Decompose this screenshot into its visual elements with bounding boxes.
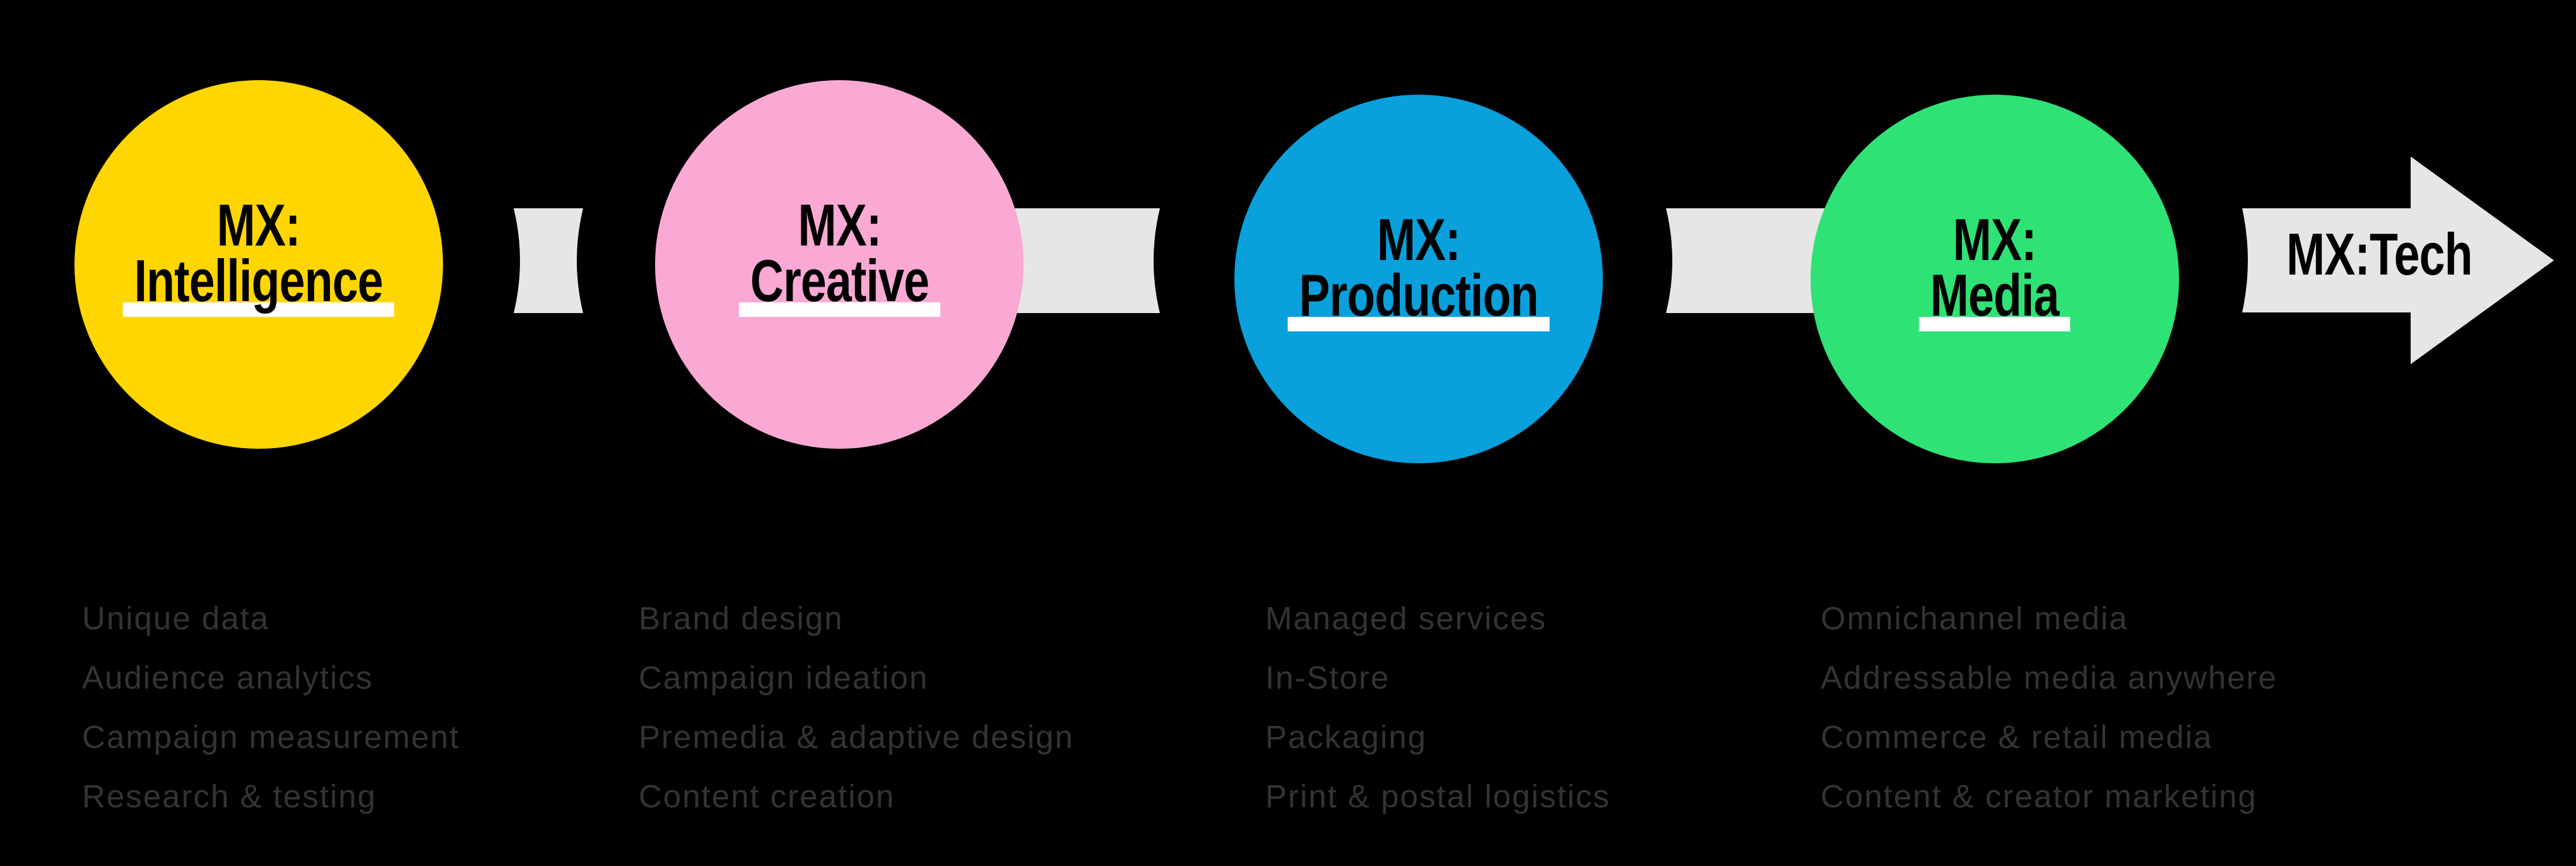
service-list-intelligence: Unique data Audience analytics Campaign … xyxy=(82,589,459,826)
stage-label-line2: Intelligence xyxy=(134,247,384,314)
stage-label-intelligence: MX: Intelligence xyxy=(74,192,443,317)
label-underline xyxy=(1919,317,2071,331)
list-item: Managed services xyxy=(1265,600,1547,636)
list-item: Commerce & retail media xyxy=(1821,719,2213,755)
label-underline xyxy=(738,302,940,317)
list-item: Premedia & adaptive design xyxy=(639,719,1074,755)
stage-label-line1: MX: xyxy=(797,192,882,258)
label-underline xyxy=(1287,317,1550,331)
stage-label-line1: MX: xyxy=(1376,206,1461,273)
stage-circle-creative: MX: Creative xyxy=(655,80,1024,449)
list-item: Research & testing xyxy=(82,778,377,814)
stage-label-production: MX: Production xyxy=(1234,206,1603,331)
service-list-creative: Brand design Campaign ideation Premedia … xyxy=(639,589,1074,826)
stage-label-line1: MX: xyxy=(216,192,301,258)
list-item: In-Store xyxy=(1265,660,1390,696)
stage-label-creative: MX: Creative xyxy=(655,192,1024,317)
list-item: Print & postal logistics xyxy=(1265,778,1610,814)
stage-label-line1: MX: xyxy=(1953,206,2037,273)
list-item: Content & creator marketing xyxy=(1821,778,2257,814)
stage-circle-production: MX: Production xyxy=(1234,95,1603,463)
service-list-production: Managed services In-Store Packaging Prin… xyxy=(1265,589,1610,826)
list-item: Brand design xyxy=(639,600,844,636)
list-item: Campaign ideation xyxy=(639,660,929,696)
stage-label-line2: Creative xyxy=(750,247,929,314)
label-underline xyxy=(123,302,394,317)
stage-label-line2: Production xyxy=(1299,262,1539,328)
connector-ribbon-1 xyxy=(514,208,583,313)
list-item: Campaign measurement xyxy=(82,719,460,755)
list-item: Omnichannel media xyxy=(1821,600,2129,636)
list-item: Audience analytics xyxy=(82,660,374,696)
list-item: Content creation xyxy=(639,778,895,814)
stage-label-media: MX: Media xyxy=(1811,206,2179,331)
service-list-media: Omnichannel media Addressable media anyw… xyxy=(1821,589,2278,826)
list-item: Unique data xyxy=(82,600,270,636)
tech-arrow-label: MX:Tech xyxy=(2286,221,2473,287)
list-item: Addressable media anywhere xyxy=(1821,660,2278,696)
stage-circle-intelligence: MX: Intelligence xyxy=(74,80,443,449)
connector-ribbon-2 xyxy=(997,208,1160,313)
list-item: Packaging xyxy=(1265,719,1427,755)
tech-arrow-shape xyxy=(2242,157,2554,364)
stage-label-line2: Media xyxy=(1930,262,2060,328)
stage-circle-media: MX: Media xyxy=(1811,95,2179,463)
